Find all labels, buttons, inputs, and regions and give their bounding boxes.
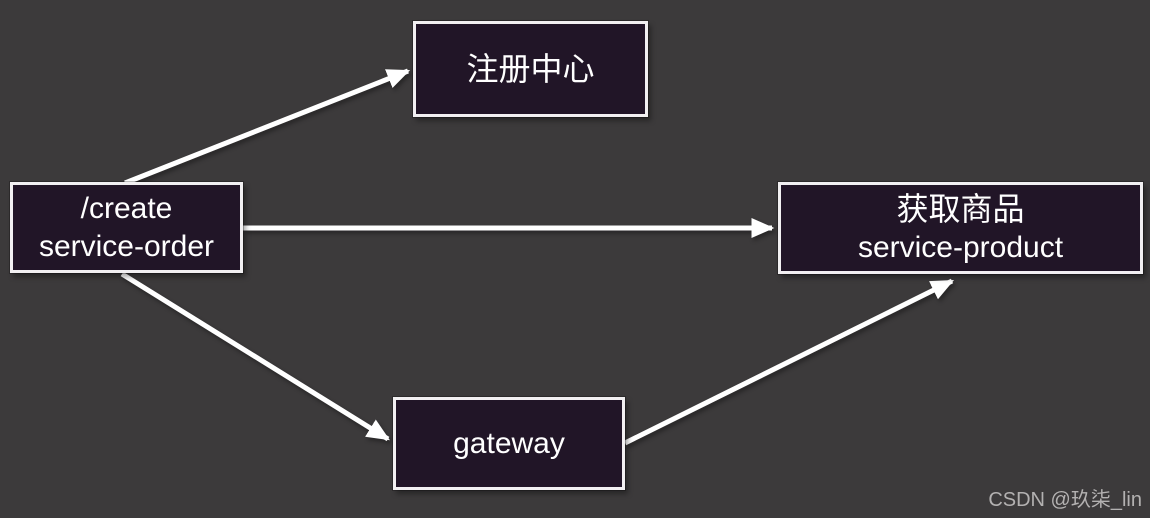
node-label: service-product [857,231,1064,265]
node-label: 注册中心 [466,51,595,87]
edge-order-to-gateway [120,271,390,442]
csdn-watermark: CSDN @玖柒_lin [988,489,1142,511]
node-service-order: /create service-order [10,182,243,273]
node-label: 获取商品 [896,191,1025,228]
node-label: service-order [38,229,215,263]
edge-order-to-registry [124,68,411,186]
node-label: /create [80,192,173,225]
node-gateway: gateway [393,397,625,490]
edge-gateway-to-product [623,278,955,446]
node-service-product: 获取商品 service-product [778,182,1143,274]
node-label: gateway [453,426,565,460]
node-registry-center: 注册中心 [413,21,648,117]
